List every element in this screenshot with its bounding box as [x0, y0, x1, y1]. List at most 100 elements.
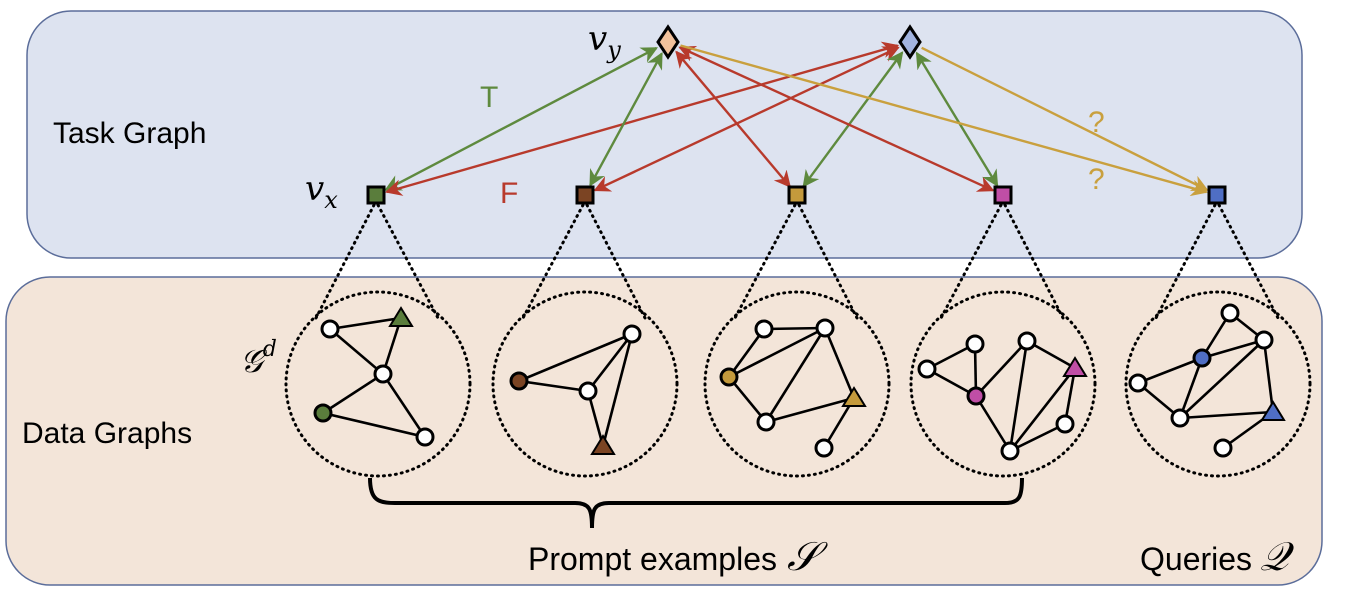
graph-edge	[1137, 356, 1203, 385]
data-graph-boundary	[284, 290, 472, 478]
graph-node	[917, 359, 937, 379]
data-graph-1	[313, 306, 435, 447]
zoom-cone-line	[521, 203, 585, 320]
g-d-sup: d	[263, 337, 277, 362]
v-x-label: vx	[305, 169, 338, 214]
graph-edge	[1201, 338, 1265, 360]
label-node-label-1	[656, 24, 680, 60]
graph-edge	[727, 328, 766, 378]
graph-node	[1128, 373, 1148, 393]
graph-edge	[322, 372, 384, 415]
graph-edge	[1178, 357, 1204, 419]
data-graph-4	[917, 331, 1088, 461]
v-x-base: v	[305, 169, 324, 209]
graph-node	[1017, 331, 1037, 351]
graph-node	[965, 334, 985, 354]
graph-edge	[763, 326, 826, 331]
graph-node	[754, 319, 774, 339]
graph-node	[756, 412, 776, 432]
graph-edge	[601, 333, 634, 447]
task-edge-unknown-edge	[680, 44, 1209, 197]
graph-edge	[728, 326, 826, 379]
graph-edge	[586, 333, 634, 392]
graph-node	[1220, 303, 1240, 323]
v-x-sub: x	[324, 186, 338, 214]
graph-edge	[518, 332, 633, 383]
zoom-cone-line	[939, 203, 1003, 320]
graph-edge	[765, 396, 855, 424]
graph-edge	[974, 395, 1012, 452]
zoom-cone-line	[733, 203, 797, 320]
data-graph-3	[719, 318, 867, 458]
data-node-data-4	[993, 185, 1013, 205]
v-y-base: v	[588, 19, 607, 59]
graph-edge	[381, 317, 403, 375]
center-node	[509, 371, 529, 391]
queries-text: Queries	[1140, 541, 1252, 577]
graph-edge	[764, 327, 827, 423]
data-node-data-1	[366, 185, 386, 205]
data-graph-boundary	[703, 290, 891, 478]
unknown-edge-label-1: ?	[1088, 106, 1105, 139]
task-edge-unknown-edge	[921, 46, 1209, 192]
graph-edge	[975, 340, 1028, 397]
graph-edge	[823, 327, 856, 399]
prompt-examples-text: Prompt examples	[528, 541, 777, 577]
data-graph-boundary	[1124, 290, 1312, 478]
graph-node	[415, 427, 435, 447]
graph-node	[1213, 438, 1233, 458]
graph-edge	[1008, 367, 1077, 452]
center-node	[1192, 348, 1212, 368]
task-nodes	[366, 24, 1227, 205]
graph-node	[373, 364, 393, 384]
data-graph-5	[1128, 303, 1286, 458]
data-node-data-5	[1207, 185, 1227, 205]
graph-edge	[1262, 339, 1275, 413]
zoom-cone-line	[376, 203, 440, 320]
graph-edge	[727, 376, 768, 423]
data-graph-boundary	[491, 290, 679, 478]
graph-node	[814, 438, 834, 458]
target-node-triangle	[590, 434, 616, 455]
graph-edge	[518, 379, 589, 393]
graph-edge	[329, 316, 402, 331]
unknown-edge-label-2: ?	[1088, 163, 1105, 196]
task-edge-true-edge	[915, 51, 999, 188]
graph-edge	[1179, 410, 1274, 420]
prompt-examples-brace	[368, 477, 1024, 529]
target-node-triangle	[1062, 356, 1088, 377]
graph-node	[1000, 441, 1020, 461]
false-edge-label: F	[500, 177, 518, 210]
data-graphs	[313, 303, 1286, 461]
v-y-label: vy	[588, 19, 621, 64]
data-graph-boundary	[909, 290, 1097, 478]
graph-node	[1254, 330, 1274, 350]
target-node-triangle	[1260, 400, 1286, 421]
graph-edge	[329, 328, 384, 375]
data-graph-2	[509, 324, 642, 455]
center-node	[719, 367, 739, 387]
graph-edge	[322, 411, 426, 439]
graph-edge	[1008, 340, 1029, 452]
graph-node	[578, 381, 598, 401]
graph-edge	[1009, 422, 1066, 453]
graph-node	[320, 319, 340, 339]
graph-node	[1055, 414, 1075, 434]
target-node-triangle	[388, 306, 414, 327]
true-edge-label: T	[480, 81, 498, 114]
label-node-label-2	[898, 24, 922, 60]
graph-edge	[1179, 339, 1265, 419]
zoom-cones	[284, 203, 1312, 478]
data-graphs-label: Data Graphs	[22, 417, 192, 450]
data-node-data-2	[575, 185, 595, 205]
v-y-sub: y	[606, 36, 621, 64]
task-edges	[384, 41, 1209, 197]
graph-node	[622, 324, 642, 344]
target-node-triangle	[841, 386, 867, 407]
graph-node	[1170, 408, 1190, 428]
data-node-data-3	[787, 185, 807, 205]
graph-edge	[381, 373, 427, 438]
task-graph-label: Task Graph	[53, 117, 206, 150]
